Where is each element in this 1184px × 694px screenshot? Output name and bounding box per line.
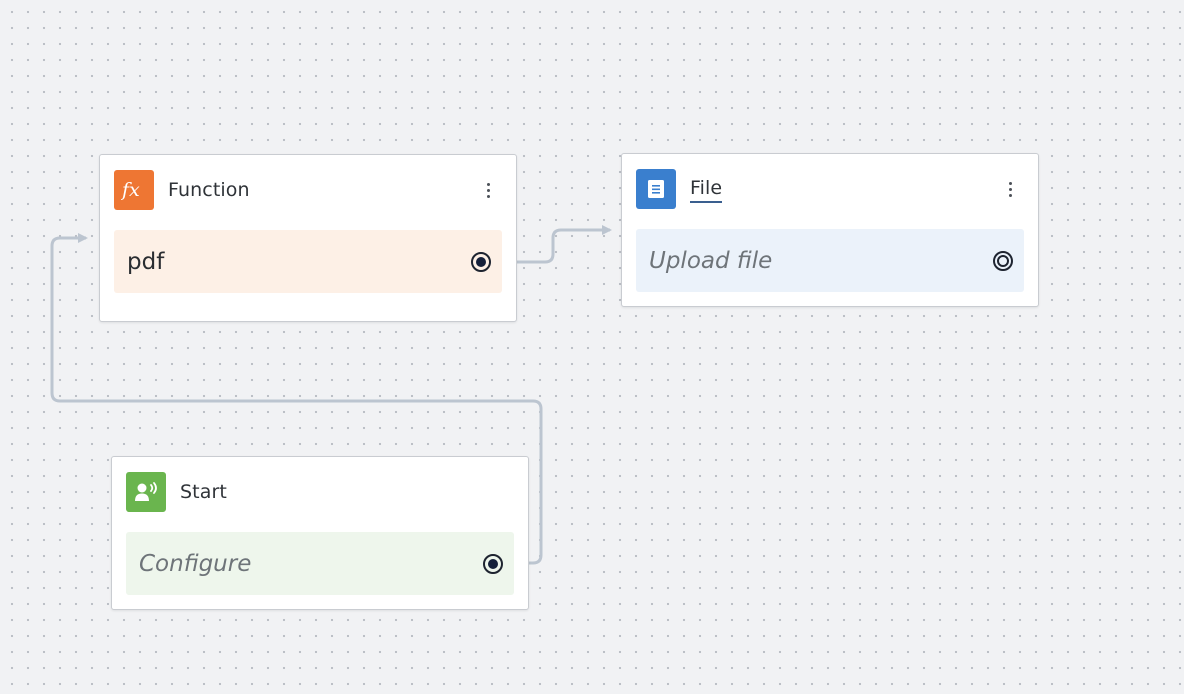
start-node-title: Start xyxy=(180,481,227,503)
function-node-title: Function xyxy=(168,179,250,201)
start-node-placeholder: Configure xyxy=(139,550,252,577)
svg-text:fx: fx xyxy=(121,179,140,201)
function-node-value: pdf xyxy=(127,248,165,275)
function-node-body[interactable]: pdf xyxy=(114,230,502,293)
function-node-header: fx Function xyxy=(114,170,502,210)
file-node-menu-icon[interactable] xyxy=(996,175,1024,203)
file-node-body[interactable]: Upload file xyxy=(636,229,1024,292)
file-node-title: File xyxy=(690,177,723,203)
file-node-placeholder: Upload file xyxy=(649,247,773,274)
function-node-menu-icon[interactable] xyxy=(474,176,502,204)
function-fx-icon: fx xyxy=(114,170,154,210)
file-node-header: File xyxy=(636,169,1024,209)
start-node-header: Start xyxy=(126,472,514,512)
voice-user-icon xyxy=(126,472,166,512)
file-node[interactable]: File Upload file xyxy=(621,153,1039,307)
function-output-port[interactable] xyxy=(471,251,491,272)
file-output-port[interactable] xyxy=(993,250,1013,271)
start-node-body[interactable]: Configure xyxy=(126,532,514,595)
function-node[interactable]: fx Function pdf xyxy=(99,154,517,322)
document-icon xyxy=(636,169,676,209)
start-output-port[interactable] xyxy=(483,553,503,574)
start-node[interactable]: Start Configure xyxy=(111,456,529,610)
